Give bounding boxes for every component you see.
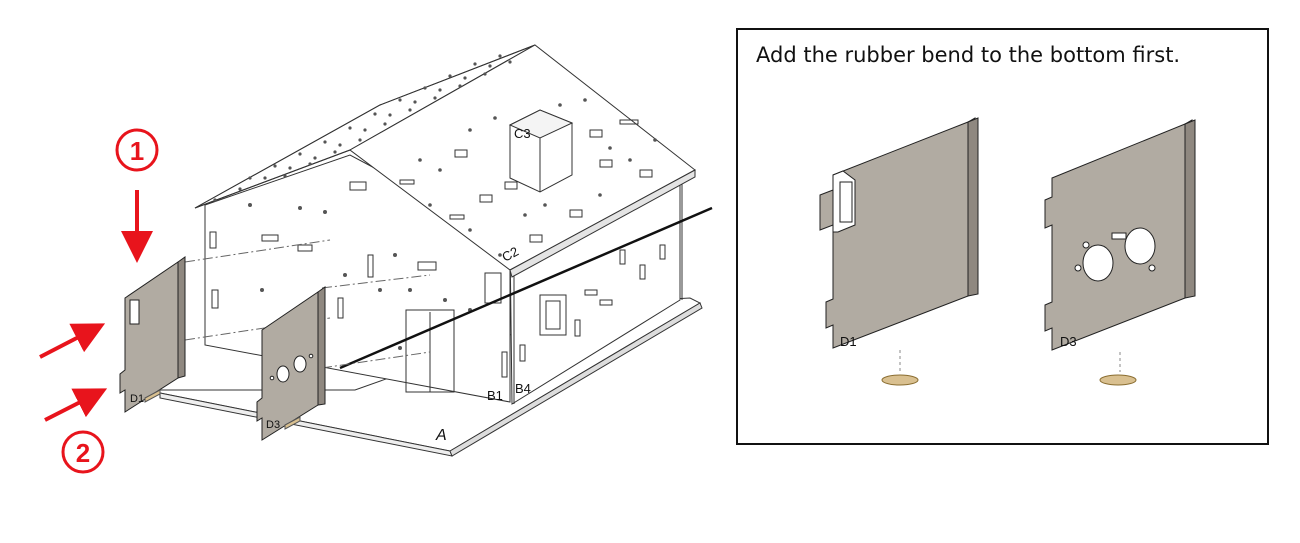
label-wall-b1: B1 — [487, 388, 503, 403]
leader-line — [339, 206, 713, 370]
inset-panel-d3: D3 — [1044, 119, 1196, 386]
instruction-text: Add the rubber bend to the bottom first. — [756, 43, 1181, 67]
roof-perforations — [213, 54, 512, 202]
arrow-right-icon — [44, 388, 108, 422]
label-base-a: A — [435, 427, 447, 444]
step-marker-1: 1 — [115, 128, 159, 172]
label-wall-b4: B4 — [515, 381, 531, 396]
label-chimney-c3: C3 — [514, 126, 531, 141]
house-model — [159, 44, 703, 457]
step-marker-2: 2 — [61, 430, 105, 474]
guide-lines — [184, 239, 431, 369]
svg-text:1: 1 — [130, 136, 144, 166]
side-wall-openings — [519, 244, 666, 362]
panel-d1-main: D1 — [119, 256, 186, 413]
arrow-right-icon — [39, 323, 106, 359]
inset-panel-d1: D1 — [819, 117, 979, 386]
label-roof-c2: C2 — [499, 244, 521, 265]
panel-d3-main: D3 — [256, 286, 326, 441]
chimney — [508, 109, 574, 193]
inset-panel-d1-label: D1 — [840, 334, 857, 349]
roof-slots — [399, 119, 653, 243]
panel-d3-label: D3 — [266, 419, 280, 431]
panel-d1-label: D1 — [130, 393, 144, 405]
inset-panel-d3-label: D3 — [1060, 334, 1077, 349]
svg-text:2: 2 — [76, 438, 90, 468]
